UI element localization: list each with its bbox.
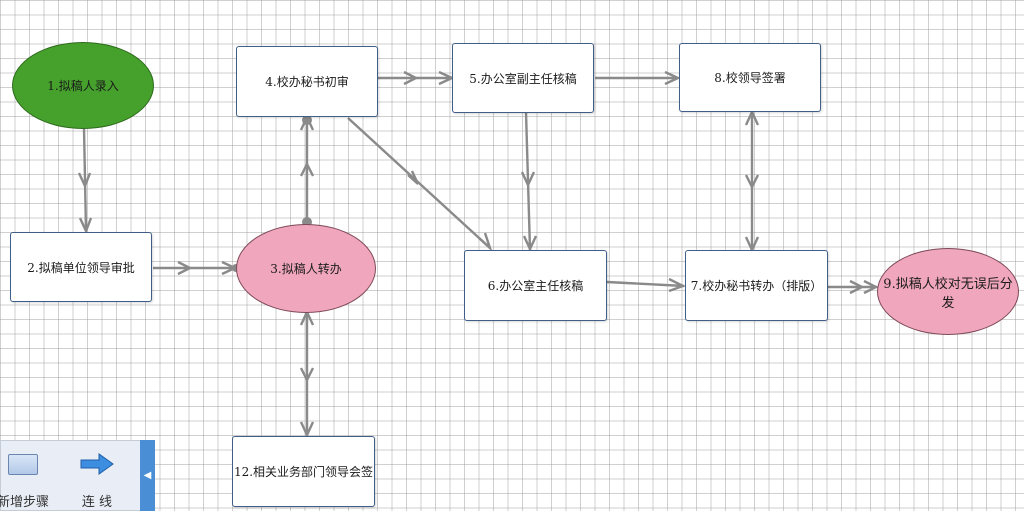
node-label: 6.办公室主任核稿 <box>487 279 584 293</box>
arrowhead <box>177 260 193 276</box>
arrowhead <box>403 70 419 86</box>
node-12-dept-countersign[interactable]: 12.相关业务部门领导会签 <box>232 436 375 507</box>
arrowhead <box>664 70 681 86</box>
tool-palette: 新增步骤 连 线 <box>0 440 155 511</box>
node-9-proofread-distribute[interactable]: 9.拟稿人校对无误后分发 <box>877 248 1019 335</box>
collapse-panel-button[interactable]: ◀ <box>140 440 155 511</box>
arrowhead <box>863 279 879 295</box>
arrowhead <box>522 235 538 252</box>
node-1-draft-entry[interactable]: 1.拟稿人录入 <box>12 42 154 129</box>
node-label: 8.校领导签署 <box>714 71 786 85</box>
node-2-unit-leader-approval[interactable]: 2.拟稿单位领导审批 <box>10 232 152 302</box>
arrowhead <box>299 114 315 131</box>
arrowhead <box>849 279 865 295</box>
arrowhead <box>299 367 315 383</box>
arrowhead <box>221 260 238 276</box>
arrowhead <box>438 70 455 86</box>
node-7-secretary-layout[interactable]: 7.校办秘书转办（排版） <box>685 250 828 321</box>
arrowhead <box>668 277 687 293</box>
node-label: 7.校办秘书转办（排版） <box>690 279 823 293</box>
node-label: 9.拟稿人校对无误后分发 <box>883 276 1013 311</box>
node-label: 2.拟稿单位领导审批 <box>27 260 135 275</box>
node-3-drafter-transfer[interactable]: 3.拟稿人转办 <box>236 224 376 313</box>
node-label: 12.相关业务部门领导会签 <box>233 465 374 479</box>
arrowhead <box>407 170 420 185</box>
arrowhead <box>77 172 92 190</box>
arrowhead <box>78 217 93 235</box>
node-label: 3.拟稿人转办 <box>270 262 342 276</box>
edge-4-6[interactable] <box>347 117 491 249</box>
arrowhead <box>299 161 315 177</box>
arrowhead <box>299 309 315 326</box>
arrowhead <box>520 171 536 188</box>
step-box-icon <box>8 453 38 475</box>
connect-label: 连 线 <box>81 495 113 510</box>
node-label: 1.拟稿人录入 <box>47 79 119 93</box>
arrow-right-icon <box>80 453 114 475</box>
triangle-left-icon: ◀ <box>143 470 152 481</box>
add-step-label: 新增步骤 <box>0 495 49 510</box>
node-5-deputy-director-check[interactable]: 5.办公室副主任核稿 <box>452 43 594 113</box>
node-4-secretary-review[interactable]: 4.校办秘书初审 <box>236 46 378 117</box>
arrowhead <box>478 232 493 252</box>
arrowhead <box>744 109 760 126</box>
node-label: 4.校办秘书初审 <box>265 75 349 89</box>
add-step-tool[interactable]: 新增步骤 <box>0 447 53 510</box>
edge-6-7[interactable] <box>606 280 685 288</box>
arrowhead <box>744 236 760 253</box>
node-label: 5.办公室副主任核稿 <box>469 71 577 86</box>
arrowhead <box>744 174 760 190</box>
edge-1-2[interactable] <box>82 127 88 232</box>
connect-tool[interactable]: 连 线 <box>67 447 127 510</box>
node-8-leader-sign[interactable]: 8.校领导签署 <box>679 43 821 112</box>
node-6-director-check[interactable]: 6.办公室主任核稿 <box>464 250 607 321</box>
edge-5-6[interactable] <box>524 111 532 251</box>
arrowhead <box>299 421 315 438</box>
